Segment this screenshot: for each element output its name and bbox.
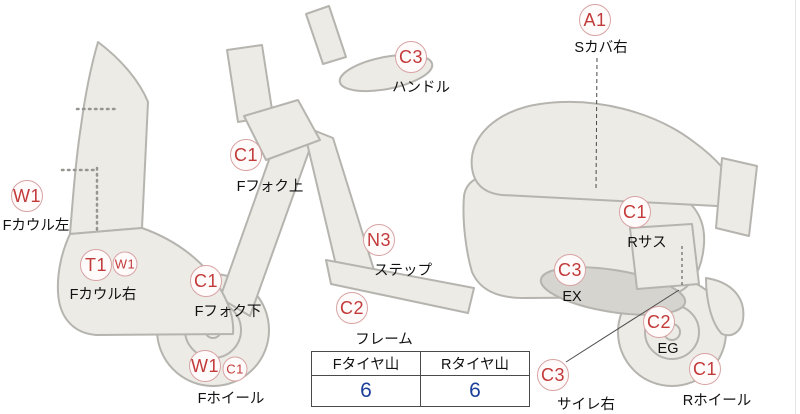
grab-bar (715, 157, 758, 237)
seat (470, 100, 739, 208)
damage-marker: C2 (643, 306, 675, 338)
damage-marker: C2 (336, 292, 368, 324)
damage-marker-sub: W1 (112, 251, 138, 277)
page-edge (795, 0, 796, 414)
damage-code-badge: C1 (233, 145, 258, 165)
body-panel (462, 174, 706, 299)
damage-label: フレーム (355, 332, 413, 348)
damage-code-badge: T1 (84, 255, 107, 275)
damage-label: サイレ右 (557, 397, 615, 413)
damage-code-badge: W1 (13, 186, 41, 206)
damage-marker: T1 (80, 249, 112, 281)
damage-label: EG (657, 341, 679, 357)
damage-code-badge: C2 (646, 312, 671, 332)
damage-subcode-badge: W1 (114, 256, 136, 272)
rear-tire-value: 6 (420, 375, 530, 407)
damage-marker: C3 (537, 359, 569, 391)
damage-code-badge: C1 (193, 271, 218, 291)
front-tire-value: 6 (311, 375, 421, 407)
tire-tread-table: Fタイヤ山 Rタイヤ山 6 6 (311, 351, 530, 407)
damage-label: Rサス (627, 235, 667, 251)
damage-subcode-badge: C1 (226, 361, 244, 377)
damage-label: EX (562, 289, 582, 305)
damage-marker: C3 (554, 254, 586, 286)
damage-label: ステップ (374, 263, 432, 279)
damage-marker: W1 (11, 180, 43, 212)
damage-marker: N3 (363, 224, 395, 256)
rear-fender (705, 277, 745, 337)
damage-marker: C1 (619, 196, 651, 228)
damage-code-badge: A1 (583, 10, 607, 30)
damage-label: Fフォク上 (236, 179, 304, 195)
damage-label: ハンドル (392, 80, 450, 96)
damage-marker: C1 (689, 353, 721, 385)
damage-marker-sub: C1 (222, 356, 248, 382)
windshield (69, 41, 149, 235)
steering-column (226, 44, 274, 123)
front-tire-header: Fタイヤ山 (311, 351, 421, 376)
damage-code-badge: C2 (339, 298, 364, 318)
damage-label: Rホイール (682, 393, 752, 409)
damage-marker: A1 (579, 4, 611, 36)
damage-label: Fカウル右 (69, 287, 137, 303)
damage-marker: C1 (190, 265, 222, 297)
mirror-stalk (305, 5, 347, 65)
damage-code-badge: C3 (557, 260, 582, 280)
windshield-dotted-details (60, 107, 119, 234)
damage-code-badge: C3 (540, 365, 565, 385)
frame-downtube (302, 125, 375, 283)
damage-label: Fフォク下 (194, 304, 262, 320)
damage-label: Sカバ右 (574, 40, 628, 56)
damage-marker: C3 (395, 41, 427, 73)
damage-code-badge: C1 (622, 202, 647, 222)
damage-label: Fカウル左 (2, 218, 70, 234)
damage-label: Fホイール (197, 391, 265, 407)
damage-code-badge: W1 (191, 356, 219, 376)
damage-code-badge: C3 (398, 47, 423, 67)
leader-line-scover (595, 57, 598, 191)
rear-tire-header: Rタイヤ山 (420, 351, 530, 376)
damage-code-badge: C1 (692, 359, 717, 379)
damage-code-badge: N3 (366, 230, 391, 250)
damage-marker: W1 (189, 350, 221, 382)
damage-marker: C1 (230, 139, 262, 171)
